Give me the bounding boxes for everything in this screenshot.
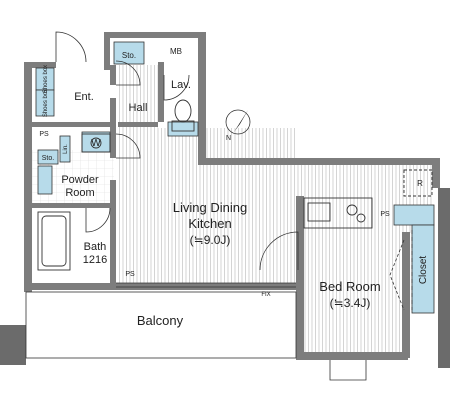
room-label-balcony: Balcony	[137, 313, 184, 328]
room-label-living-line2: Kitchen	[188, 216, 231, 231]
svg-text:N: N	[226, 135, 231, 142]
room-label-meter-box: MB	[170, 47, 182, 56]
window-line	[116, 282, 296, 288]
room-label-refrigerator: R	[417, 179, 423, 188]
room-label-closet: Closet	[418, 256, 429, 285]
north-arrow-icon: N	[225, 109, 251, 142]
room-label-washer: W	[91, 138, 101, 149]
room-label-ps-bottom: PS	[125, 271, 135, 278]
walls	[0, 32, 450, 368]
room-label-storage-left: Sto.	[42, 155, 55, 162]
room-label-living-line3: (≒9.0J)	[190, 233, 231, 247]
room-label-fix-window: FIX	[261, 292, 270, 298]
room-label-shoes-box-2: Shoes box	[43, 89, 49, 117]
room-label-powder-line1: Powder	[61, 174, 99, 186]
room-label-bath-line1: Bath	[84, 241, 107, 253]
room-label-ps-left: PS	[39, 131, 49, 138]
room-label-ps-right: PS	[380, 211, 390, 218]
room-label-entrance: Ent.	[74, 91, 94, 103]
room-label-bath-line2: 1216	[83, 254, 107, 266]
room-label-hall: Hall	[129, 102, 148, 114]
room-label-bedroom-line1: Bed Room	[319, 279, 380, 294]
balcony-area	[25, 291, 297, 359]
room-label-linen: Lin.	[63, 144, 69, 154]
room-label-shoes-box-1: Shoes box	[43, 65, 49, 93]
doors	[55, 31, 405, 381]
room-label-bedroom-line2: (≒3.4J)	[330, 296, 371, 310]
room-label-storage-top: Sto.	[122, 51, 136, 60]
room-label-powder-line2: Room	[65, 187, 94, 199]
bedroom-floor	[298, 232, 406, 354]
room-label-living-line1: Living Dining	[173, 200, 247, 215]
room-label-lavatory: Lav.	[171, 79, 191, 91]
fixtures	[37, 99, 433, 310]
